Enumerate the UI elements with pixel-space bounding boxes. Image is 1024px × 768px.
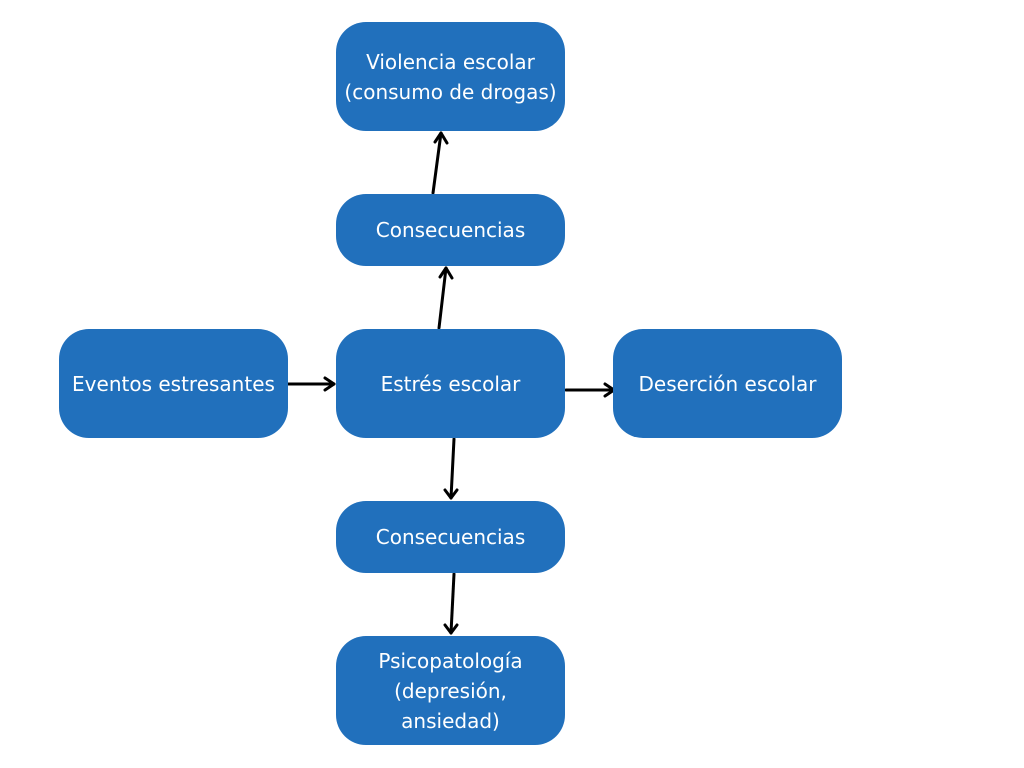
node-consecuencias-bottom-label: Consecuencias [375,525,526,549]
node-consecuencias-top: Consecuencias [336,194,565,266]
arrow-estres-to-consecuencias-bottom [443,437,459,500]
node-estres-escolar: Estrés escolar [336,329,565,438]
node-eventos-label: Eventos estresantes [72,371,275,396]
node-psicopatologia-line-3: ansiedad) [401,708,500,733]
node-psicopatologia: Psicopatología (depresión, ansiedad) [336,636,565,745]
node-psicopatologia-line-2: (depresión, [394,678,507,703]
node-estres-label: Estrés escolar [380,371,521,396]
arrow-consecuencias-bottom-to-psicopatologia [443,572,459,635]
node-consecuencias-top-label: Consecuencias [375,218,526,242]
node-consecuencias-bottom: Consecuencias [336,501,565,573]
arrow-consecuencias-top-to-violencia [431,131,449,195]
node-violencia-escolar: Violencia escolar (consumo de drogas) [336,22,565,131]
node-violencia-line-2: (consumo de drogas) [344,79,557,104]
node-violencia-line-1: Violencia escolar [366,49,535,74]
arrow-estres-to-desercion [564,382,616,398]
node-desercion-escolar: Deserción escolar [613,329,842,438]
node-eventos-estresantes: Eventos estresantes [59,329,288,438]
arrow-estres-to-consecuencias-top [437,266,454,330]
arrow-eventos-to-estres [285,376,336,392]
node-desercion-label: Deserción escolar [638,371,817,396]
node-psicopatologia-line-1: Psicopatología [378,648,523,673]
